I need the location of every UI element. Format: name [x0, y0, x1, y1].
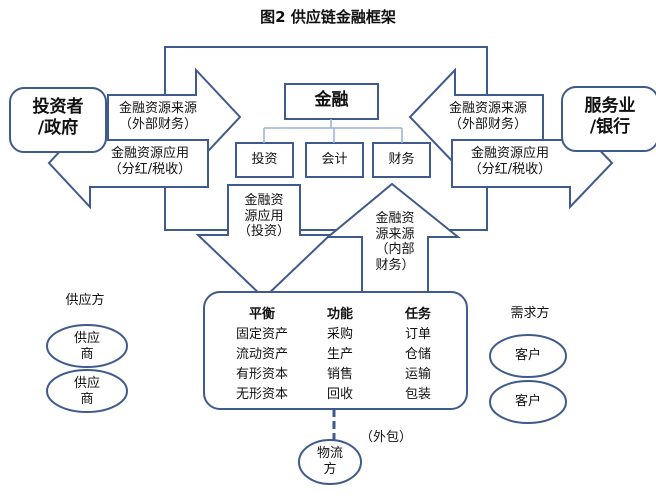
supplier-label-2: 供应 商 [73, 376, 100, 407]
investor-government-box [9, 87, 107, 153]
supplier-side-label: 供应方 [65, 293, 105, 308]
core-item: 包装 [404, 387, 431, 402]
core-item: 销售 [326, 367, 353, 382]
customer-oval-1 [489, 334, 567, 378]
department-box-finance [372, 142, 431, 178]
core-column-function: 功能 采购 生产 销售 回收 [312, 305, 368, 405]
core-item: 流动资产 [235, 347, 288, 362]
core-column-header: 平衡 [248, 307, 275, 322]
department-investment-label: 投资 [251, 152, 278, 167]
investor-government-label: 投资者 /政府 [32, 97, 84, 139]
left-application-label: 金融资源应用 （分红/税收） [108, 146, 192, 177]
customer-oval-2 [489, 380, 567, 424]
left-source-label: 金融资源来源 （外部财务） [118, 101, 197, 132]
core-item: 有形资本 [235, 367, 288, 382]
up-arrow-label: 金融资 源来源 （内部 财务） [375, 211, 415, 273]
down-arrow-investment [195, 184, 333, 300]
core-item: 固定资产 [235, 327, 288, 342]
finance-connectors [263, 119, 403, 143]
core-item: 回收 [326, 387, 353, 402]
supplier-label-1: 供应 商 [73, 331, 100, 362]
service-bank-label: 服务业 /银行 [584, 96, 636, 138]
supplier-oval-2 [46, 369, 128, 413]
down-arrow-label: 金融资 源应用 （投资） [237, 193, 290, 240]
logistics-oval [298, 439, 362, 485]
core-item: 生产 [326, 347, 353, 362]
logistics-note: （外包） [359, 430, 412, 445]
core-column-header: 功能 [326, 307, 353, 322]
service-bank-box [561, 86, 656, 152]
right-source-label: 金融资源来源 （外部财务） [448, 101, 527, 132]
department-box-accounting [305, 142, 364, 178]
core-item: 无形资本 [235, 387, 288, 402]
department-finance-label: 财务 [388, 152, 415, 167]
core-item: 采购 [326, 327, 353, 342]
customer-label-2: 客户 [514, 394, 541, 409]
core-item: 仓储 [404, 347, 431, 362]
right-application-label: 金融资源应用 （分红/税收） [468, 146, 552, 177]
core-column-balance: 平衡 固定资产 流动资产 有形资本 无形资本 [224, 305, 300, 405]
logistics-label: 物流 方 [316, 446, 343, 477]
customer-label-1: 客户 [514, 348, 541, 363]
finance-box [284, 83, 379, 120]
supplier-oval-1 [46, 324, 128, 368]
department-accounting-label: 会计 [321, 152, 348, 167]
demand-side-label: 需求方 [510, 306, 550, 321]
core-column-task: 任务 订单 仓储 运输 包装 [390, 305, 446, 405]
core-item: 运输 [404, 367, 431, 382]
finance-label: 金融 [314, 90, 349, 110]
core-item: 订单 [404, 327, 431, 342]
core-column-header: 任务 [404, 307, 431, 322]
department-box-investment [235, 142, 294, 178]
diagram-title: 图2 供应链金融框架 [260, 8, 396, 26]
